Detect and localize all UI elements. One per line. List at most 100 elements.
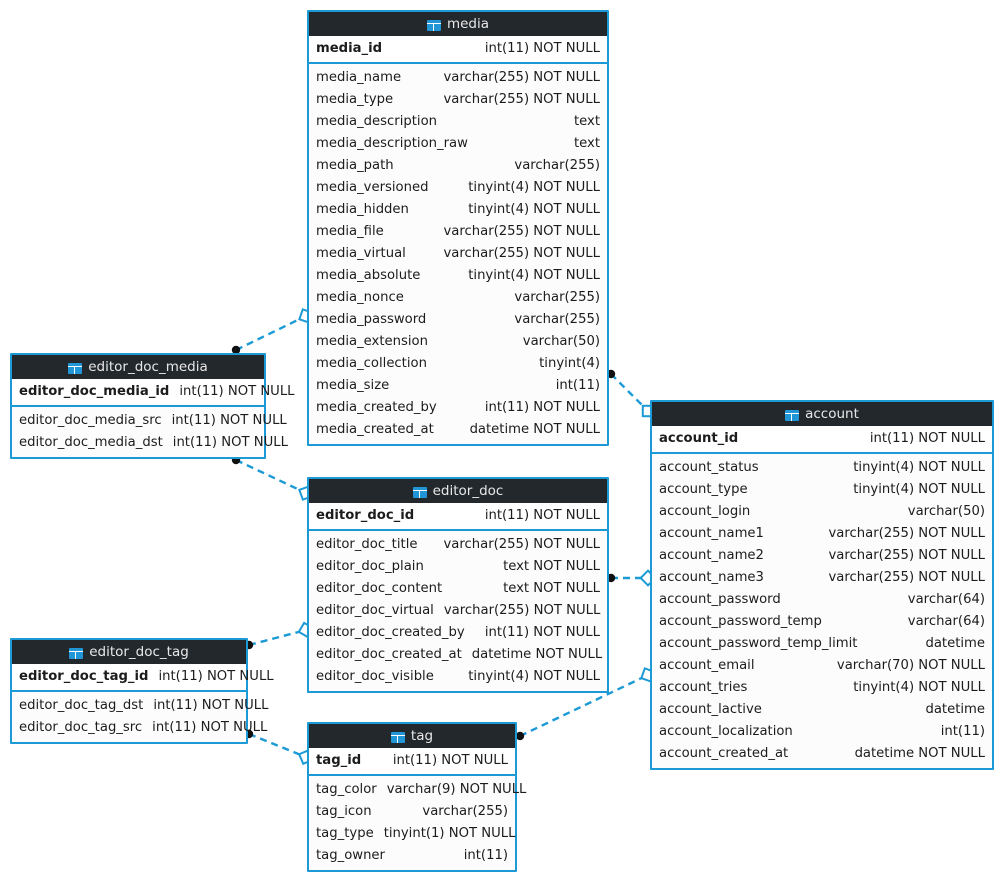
column-type: int(11) NOT NULL [869,431,985,446]
column-name: media_size [316,378,390,393]
column-name: media_virtual [316,246,406,261]
column-type: tinyint(4) [539,356,600,371]
column-name: media_description [316,114,437,129]
column-row[interactable]: media_type varchar(255) NOT NULL [309,89,607,111]
column-name: media_collection [316,356,427,371]
primary-key-row[interactable]: account_id int(11) NOT NULL [652,426,992,454]
rel-editor_doc-account [606,569,657,587]
column-name: media_type [316,92,394,107]
column-type: int(11) NOT NULL [484,508,600,523]
table-title: media [446,16,490,32]
column-type: tinyint(1) NOT NULL [383,826,516,841]
column-row[interactable]: media_collection tinyint(4) [309,353,607,375]
column-type: int(11) [940,724,985,739]
table-title: tag [410,728,434,744]
table-header-tag[interactable]: tag [309,724,515,748]
table-header-account[interactable]: account [652,402,992,426]
relation-endpoint-dot [515,731,525,741]
column-name: media_password [316,312,427,327]
column-name: tag_id [316,753,362,768]
column-name: account_email [659,658,755,673]
table-header-editor_doc_tag[interactable]: editor_doc_tag [12,640,246,664]
column-name: account_localization [659,724,793,739]
table-header-media[interactable]: media [309,12,607,36]
column-name: media_nonce [316,290,404,305]
column-name: account_id [659,431,739,446]
column-type: int(11) NOT NULL [158,669,274,684]
column-type: datetime NOT NULL [854,746,985,761]
column-type: varchar(255) NOT NULL [828,526,986,541]
relation-line [235,458,307,495]
table-icon [390,731,405,743]
column-type: text NOT NULL [503,581,600,596]
table-header-editor_doc[interactable]: editor_doc [309,479,607,503]
column-name: media_id [316,41,383,56]
column-type: varchar(255) NOT NULL [443,92,601,107]
column-name: account_login [659,504,751,519]
column-type: varchar(255) NOT NULL [443,224,601,239]
column-name: editor_doc_plain [316,559,424,574]
column-type: int(11) NOT NULL [171,413,287,428]
column-name: editor_doc_media_dst [19,435,163,450]
table-title: editor_doc_tag [89,644,189,660]
table-header-editor_doc_media[interactable]: editor_doc_media [12,355,264,379]
column-row[interactable]: account_localization int(11) [652,721,992,743]
